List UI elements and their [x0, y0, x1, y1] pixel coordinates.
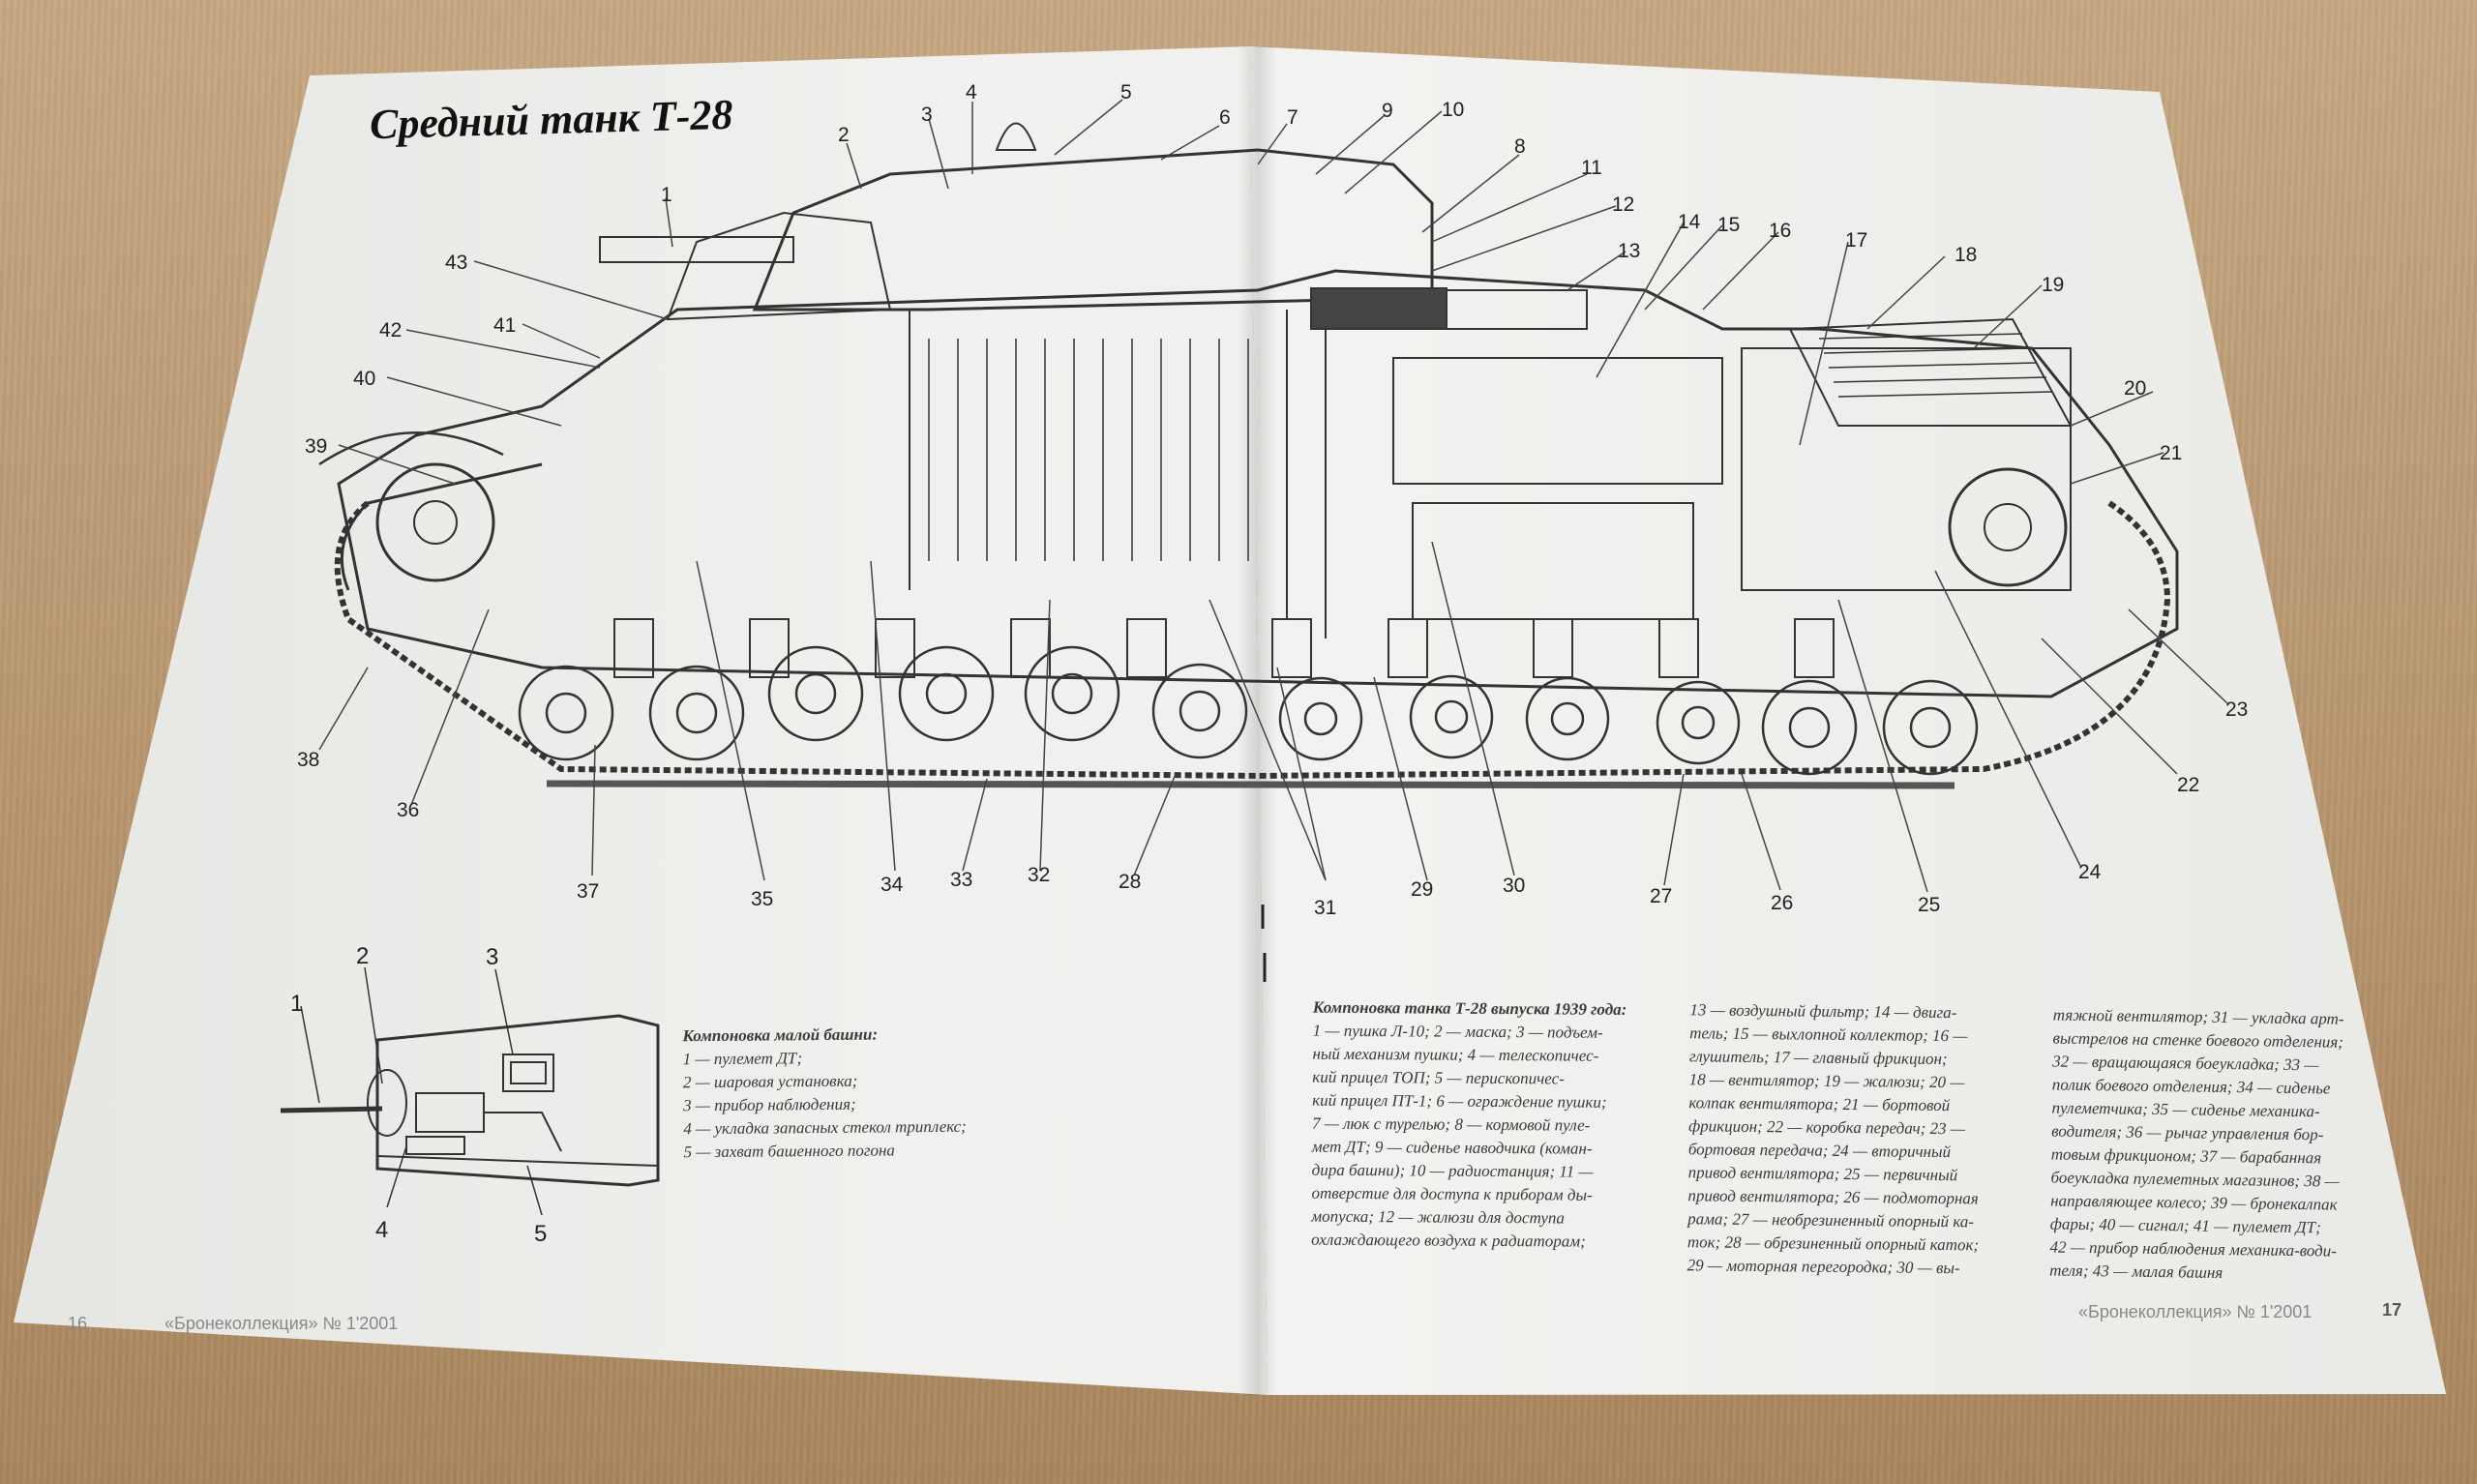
callout-number: 20 — [2124, 377, 2147, 400]
caption-line: колпак вентилятора; 21 — бортовой — [1688, 1093, 1951, 1115]
layout-caption-column-1: Компоновка танка Т-28 выпуска 1939 года:… — [1311, 996, 1681, 1255]
caption-line: 4 — укладка запасных стекол триплекс; — [683, 1116, 967, 1139]
caption-line: глушитель; 17 — главный фрикцион; — [1688, 1047, 1948, 1069]
callout-number: 3 — [921, 104, 933, 126]
caption-line: охлаждающего воздуха к радиаторам; — [1311, 1230, 1586, 1251]
callout-number: 41 — [493, 314, 517, 337]
callout-number: 26 — [1771, 892, 1794, 914]
caption-line: 18 — вентилятор; 19 — жалюзи; 20 — — [1688, 1070, 1965, 1092]
callout-number: 11 — [1581, 157, 1602, 179]
callout-number: 25 — [1918, 894, 1941, 916]
callout-number: 27 — [1650, 885, 1673, 907]
right-footer-text: «Бронеколлекция» № 1'2001 — [2078, 1302, 2313, 1321]
callout-number: 19 — [2042, 274, 2065, 296]
callout-number: 40 — [353, 368, 376, 390]
callout-number: 21 — [2160, 442, 2183, 464]
inset-callout-number: 2 — [356, 943, 370, 969]
caption-line: 1 — пулемет ДТ; — [682, 1049, 803, 1069]
caption-line: кий прицел ПТ-1; 6 — ограждение пушки; — [1312, 1090, 1607, 1112]
small-turret-caption: Компоновка малой башни: 1 — пулемет ДТ; … — [682, 1023, 967, 1165]
caption-line: 5 — захват башенного погона — [683, 1141, 895, 1162]
callout-number: 18 — [1955, 244, 1978, 266]
caption-title: Компоновка малой башни: — [682, 1024, 879, 1046]
callout-number: 35 — [751, 888, 774, 910]
caption-line: кий прицел ТОП; 5 — перископичес- — [1312, 1067, 1565, 1088]
caption-line: дира башни); 10 — радиостанция; 11 — — [1311, 1160, 1594, 1181]
callout-number: 12 — [1612, 193, 1635, 216]
inset-callout-number: 1 — [290, 991, 304, 1017]
inset-callout-number: 3 — [486, 944, 499, 970]
callout-number: 6 — [1219, 106, 1231, 129]
callout-number: 9 — [1382, 100, 1393, 122]
caption-line: фрикцион; 22 — коробка передач; 23 — — [1688, 1116, 1966, 1139]
caption-line: 7 — люк с турелью; 8 — кормовой пуле- — [1311, 1113, 1591, 1135]
callout-number: 38 — [297, 749, 320, 771]
page-title: Средний танк Т-28 — [369, 90, 734, 149]
caption-line: 2 — шаровая установка; — [682, 1071, 858, 1092]
callout-number: 8 — [1514, 135, 1526, 158]
callout-number: 24 — [2078, 861, 2102, 883]
callout-number: 43 — [445, 252, 468, 274]
left-page-number: 16 — [68, 1314, 88, 1333]
caption-title: Компоновка танка Т-28 выпуска 1939 года: — [1312, 997, 1627, 1019]
layout-caption-column-3: тяжной вентилятор; 31 — укладка арт- выс… — [2049, 1004, 2402, 1288]
callout-number: 39 — [305, 435, 328, 458]
inset-callout-number: 4 — [375, 1217, 389, 1243]
callout-number: 14 — [1678, 211, 1701, 233]
right-page-number: 17 — [2382, 1300, 2402, 1320]
caption-line: отверстие для доступа к приборам ды- — [1311, 1183, 1593, 1204]
callout-number: 31 — [1314, 897, 1337, 919]
caption-line: привод вентилятора; 26 — подмоторная — [1687, 1186, 1979, 1208]
layout-caption-column-2: 13 — воздушный фильтр; 14 — двига- тель;… — [1687, 998, 2010, 1280]
callout-number: 5 — [1120, 81, 1132, 104]
caption-line: мопуска; 12 — жалюзи для доступа — [1311, 1206, 1565, 1228]
callout-number: 42 — [379, 319, 403, 341]
caption-line: 1 — пушка Л-10; 2 — маска; 3 — подъем- — [1312, 1021, 1603, 1042]
left-footer-text: «Бронеколлекция» № 1'2001 — [164, 1314, 399, 1333]
caption-line: ток; 28 — обрезиненный опорный каток; — [1686, 1232, 1980, 1255]
callout-number: 22 — [2177, 774, 2200, 796]
callout-number: 28 — [1119, 871, 1142, 893]
callout-number: 17 — [1845, 229, 1868, 252]
callout-number: 13 — [1618, 240, 1641, 262]
caption-line: ный механизм пушки; 4 — телескопичес- — [1312, 1044, 1599, 1065]
callout-number: 34 — [880, 874, 904, 896]
caption-line: тель; 15 — выхлопной коллектор; 16 — — [1689, 1024, 1968, 1046]
caption-line: рама; 27 — необрезиненный опорный ка- — [1687, 1209, 1975, 1232]
callout-number: 16 — [1769, 220, 1792, 242]
callout-number: 4 — [966, 81, 977, 104]
caption-line: бортовая передача; 24 — вторичный — [1687, 1140, 1952, 1162]
callout-number: 32 — [1028, 864, 1051, 886]
caption-line: мет ДТ; 9 — сиденье наводчика (коман- — [1311, 1137, 1593, 1158]
callout-number: 15 — [1717, 214, 1741, 236]
callout-number: 7 — [1287, 106, 1298, 129]
inset-callout-number: 5 — [534, 1221, 548, 1247]
caption-line: привод вентилятора; 25 — первичный — [1687, 1163, 1958, 1185]
callout-number: 30 — [1503, 875, 1526, 897]
callout-number: 36 — [397, 799, 420, 821]
caption-line: 29 — моторная перегородка; 30 — вы- — [1686, 1256, 1960, 1278]
caption-line: 3 — прибор наблюдения; — [683, 1094, 856, 1115]
caption-line: теля; 43 — малая башня — [2049, 1261, 2223, 1282]
callout-number: 10 — [1442, 99, 1465, 121]
callout-number: 1 — [661, 184, 672, 206]
callout-number: 33 — [950, 869, 973, 891]
caption-line: 13 — воздушный фильтр; 14 — двига- — [1689, 1000, 1957, 1023]
callout-number: 29 — [1411, 878, 1434, 901]
callout-number: 23 — [2225, 698, 2249, 721]
callout-number: 37 — [577, 880, 600, 903]
callout-number: 2 — [838, 124, 850, 146]
